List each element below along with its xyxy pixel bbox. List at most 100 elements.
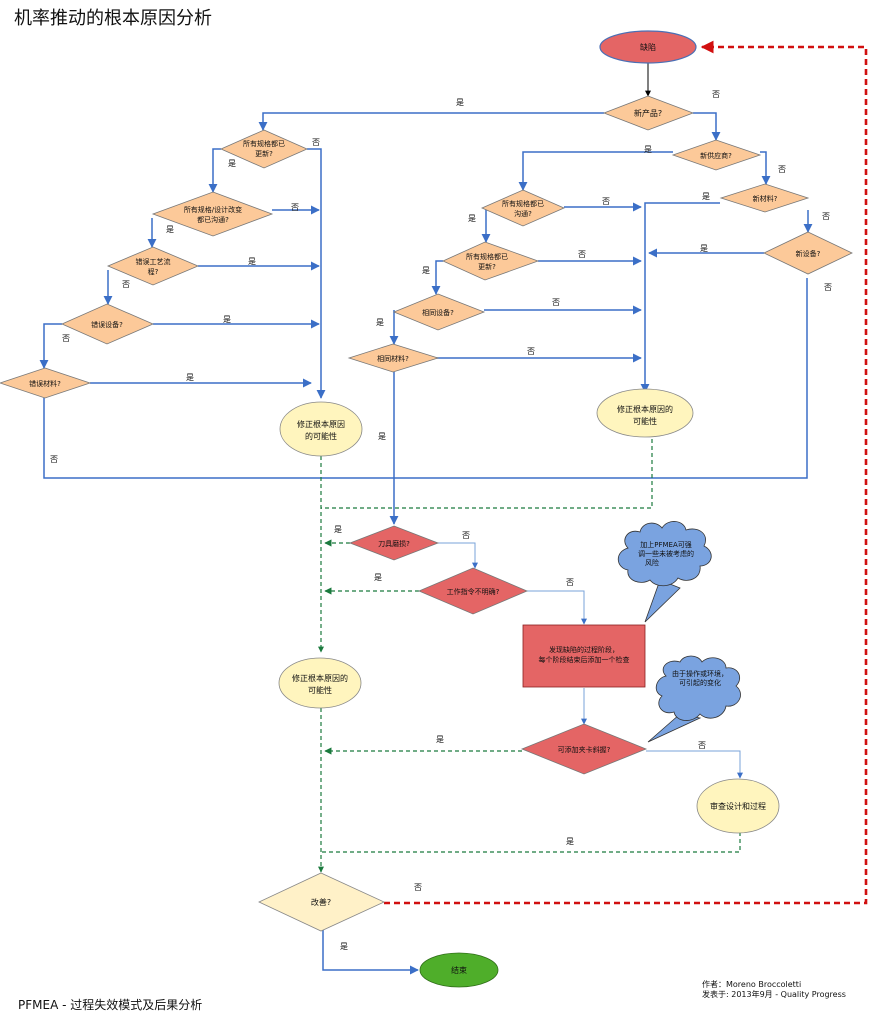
label-yes-tool-wear: 是: [334, 525, 342, 534]
fix-mid-label-1: 修正根本原因的: [292, 673, 348, 683]
work-instruction-decision: [417, 567, 529, 615]
new-equipment-decision: [763, 231, 853, 275]
tool-wear-label: 刀具磨损?: [378, 539, 410, 548]
tool-wear-decision: [348, 525, 440, 561]
cloud1-line-1: 加上PFMEA可强: [640, 540, 692, 549]
footer-author: 作者：Moreno Broccoletti: [702, 980, 802, 989]
fix-mid-label-2: 可能性: [308, 685, 332, 695]
label-no-new-supplier: 否: [778, 165, 786, 174]
left-spec-updated-label-2: 更新?: [255, 149, 273, 158]
cloud1-line-3: 风险: [645, 558, 659, 567]
label-yes-wrong-mat: 是: [186, 373, 194, 382]
label-yes-new-material: 是: [702, 192, 710, 201]
label-no-wrong-process: 否: [122, 280, 130, 289]
label-yes-wrong-process: 是: [248, 257, 256, 266]
new-supplier-label: 新供应商?: [700, 151, 732, 160]
label-yes-left-design: 是: [166, 225, 174, 234]
label-yes-review: 是: [566, 837, 574, 846]
improve-label: 改善?: [311, 897, 331, 907]
cloud-callout-pfmea: 加上PFMEA可强 调一些未被考虑的 风险: [617, 521, 712, 623]
wrong-equipment-label: 错误设备?: [91, 320, 123, 329]
fix-right-label-2: 可能性: [633, 416, 657, 426]
label-yes-work-instr: 是: [374, 573, 382, 582]
label-yes-r-spec-comm: 是: [468, 214, 476, 223]
label-no-same-equip: 否: [552, 298, 560, 307]
fixture-decision: [520, 723, 648, 775]
label-yes-improve: 是: [340, 942, 348, 951]
label-no-wrong-equip: 否: [62, 334, 70, 343]
label-yes-same-mat: 是: [378, 432, 386, 441]
end-label: 结束: [451, 965, 467, 975]
new-material-label: 新材料?: [753, 194, 778, 203]
label-yes-same-equip: 是: [376, 318, 384, 327]
fix-root-cause-right: [596, 388, 694, 438]
fix-right-label-1: 修正根本原因的: [617, 404, 673, 414]
find-stage-label-2: 每个阶段结束后添加一个检查: [539, 655, 630, 664]
left-design-comm-label-1: 所有规格/设计改变: [184, 205, 242, 214]
wrong-material-label: 错误材料?: [29, 379, 61, 388]
wrong-equipment-decision: [61, 303, 155, 345]
work-instruction-label: 工作指令不明确?: [447, 587, 500, 596]
footer-caption: PFMEA - 过程失效模式及后果分析: [18, 998, 203, 1012]
label-no-r-spec-comm: 否: [602, 197, 610, 206]
label-no-work-instr: 否: [566, 578, 574, 587]
same-material-decision: [347, 343, 440, 373]
same-equipment-decision: [392, 293, 486, 331]
improve-decision: [258, 872, 385, 932]
fix-root-cause-middle: [278, 657, 362, 709]
right-spec-comm-decision: [481, 189, 565, 227]
label-yes-fixture: 是: [436, 735, 444, 744]
find-stage-box: [522, 624, 646, 688]
label-yes-new-product: 是: [456, 98, 464, 107]
right-spec-updated-decision: [442, 241, 540, 281]
label-yes-new-supplier: 是: [644, 145, 652, 154]
right-spec-comm-label-1: 所有规格都已: [502, 199, 544, 208]
wrong-process-decision: [106, 246, 200, 286]
right-spec-comm-label-2: 沟通?: [514, 209, 532, 218]
right-spec-updated-label-2: 更新?: [478, 262, 496, 271]
page-title: 机率推动的根本原因分析: [14, 8, 212, 29]
same-equipment-label: 相同设备?: [422, 308, 454, 317]
new-product-decision: [602, 95, 695, 131]
left-spec-updated-decision: [220, 129, 308, 169]
label-no-fixture: 否: [698, 741, 706, 750]
label-no-wrong-mat: 否: [50, 455, 58, 464]
label-no-new-material: 否: [822, 212, 830, 221]
cloud-callout-variation: 由于操作或环境， 可引起的变化: [647, 655, 741, 743]
new-product-label: 新产品?: [634, 108, 662, 118]
footer-credits: 作者：Moreno Broccoletti 发表于: 2013年9月 - Qua…: [702, 980, 846, 1000]
start-label: 缺陷: [640, 42, 656, 52]
edge-labels: 是 否 否 是 否 是 是 否 是 否 是 否 是 否 是 否 是 否 否 是 …: [50, 90, 832, 951]
label-no-left-design: 否: [291, 203, 299, 212]
fix-root-cause-left: [279, 401, 363, 457]
left-design-comm-label-2: 都已沟通?: [197, 215, 229, 224]
review-label: 审查设计和过程: [710, 801, 766, 811]
label-yes-new-equip: 是: [700, 244, 708, 253]
wrong-process-label-1: 错误工艺流: [136, 257, 171, 266]
fixture-label: 可添加夹卡斜握?: [558, 745, 611, 754]
connectors: [39, 40, 868, 975]
label-yes-r-spec-upd: 是: [422, 266, 430, 275]
label-no-left-spec: 否: [312, 138, 320, 147]
end-node: [419, 952, 499, 988]
cloud2-line-2: 可引起的变化: [679, 678, 721, 687]
label-no-improve: 否: [414, 883, 422, 892]
review-design-node: [696, 778, 780, 834]
label-yes-wrong-equip: 是: [223, 315, 231, 324]
cloud2-line-1: 由于操作或环境，: [672, 669, 728, 678]
right-spec-updated-label-1: 所有规格都已: [466, 252, 508, 261]
find-stage-label-1: 发现缺陷的过程阶段，: [549, 645, 619, 654]
same-material-label: 相同材料?: [377, 354, 409, 363]
wrong-material-decision: [0, 367, 92, 399]
footer-published: 发表于: 2013年9月 - Quality Progress: [702, 990, 846, 999]
label-no-new-product: 否: [712, 90, 720, 99]
start-node: [599, 30, 697, 64]
new-equipment-label: 新设备?: [796, 249, 821, 258]
new-material-decision: [719, 183, 810, 213]
left-design-comm-decision: [151, 191, 274, 237]
fix-left-label-1: 修正根本原因: [297, 419, 345, 429]
label-no-same-mat: 否: [527, 347, 535, 356]
fix-left-label-2: 的可能性: [305, 431, 337, 441]
label-yes-left-spec: 是: [228, 159, 236, 168]
